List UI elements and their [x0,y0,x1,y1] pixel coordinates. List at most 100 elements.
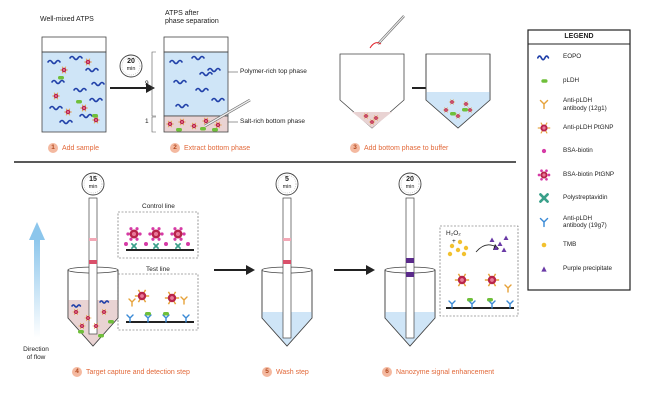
legend-item: EOPO [528,50,630,64]
legend-item: BSA-biotin PtGNP [528,168,630,182]
pldh-capsule-icon [212,128,218,132]
legend-label-line: pLDH [563,76,580,84]
antibody-icon [128,298,136,307]
timer6-unit: min [405,184,415,190]
legend-label-line: TMB [563,241,577,248]
legend-label-line: Anti-pLDH PtGNP [563,123,614,131]
tmb-dot-icon [541,242,547,248]
label-after-separation: ATPS after [165,10,199,17]
antibody-ptgnp-icon [462,101,470,107]
direction-of-flow-arrow [29,222,45,338]
strip-wash-step5 [261,172,313,347]
antibody-ptgnp-icon [80,104,88,112]
antibody-ptgnp-icon [72,308,80,316]
legend-label: TMB [563,241,576,249]
pldh-capsule-icon [76,100,82,104]
test-line-mark [89,260,97,264]
eopo-squiggle-icon [191,55,205,61]
pldh-capsule-icon [163,312,169,316]
antibody-ptgnp-icon [164,291,180,305]
antibody-ptgnp-icon [537,121,551,134]
antibody-icon [162,314,170,323]
legend-label-line: Polystreptavidin [563,194,608,201]
tmb-dot-icon [457,239,463,245]
pldh-capsule-icon [487,298,493,302]
eopo-squiggle-icon [51,79,65,85]
beaker-well-mixed [41,36,107,133]
pldh-capsule-icon [58,76,64,80]
pldh-capsule-icon [200,127,206,131]
purple-triangle-icon [501,247,507,252]
pldh-capsule-icon [541,78,548,83]
legend-label: BSA-biotin [563,147,593,155]
antibody-ptgnp-icon [448,99,456,105]
legend-label-line-2: antibody (19g7) [563,222,607,229]
bsa-biotin-ptgnp-icon [170,227,186,241]
legend-box [527,29,631,291]
zoom-nanozyme [439,225,519,317]
legend-label-line-2: antibody (12g1) [563,104,607,112]
pldh-capsule-icon [462,108,468,112]
legend-label-line: Purple precipitate [563,264,613,272]
legend-label: Purple precipitate [563,265,612,273]
eopo-squiggle-icon [169,59,183,65]
antibody-ptgnp-icon [178,118,186,126]
bsa-biotin-dot-icon [164,242,168,246]
legend-label: Polystreptavidin [563,194,607,202]
legend-label-line: Anti-pLDH [563,214,593,222]
bsa-biotin-ptgnp-icon [148,227,164,241]
legend-item: BSA-biotin [528,144,630,158]
antibody-ptgnp-icon [92,322,100,330]
label-control-line: Control line [142,203,175,210]
bsa-biotin-ptgnp-icon [537,168,551,181]
pldh-capsule-icon [145,312,151,316]
ratio-bottom: 1 [145,118,149,125]
antibody-icon [488,300,496,309]
legend-label-line: EOPO [563,53,582,60]
antibody-ptgnp-icon [466,107,474,113]
label-direction: Direction [23,346,49,353]
tmb-dot-icon [461,251,467,257]
control-line-mark [89,238,97,241]
bsa-biotin-ptgnp-icon [126,227,142,241]
legend-item: Anti-pLDH PtGNP [528,121,630,135]
antibody-ptgnp-icon [100,308,108,316]
eopo-squiggle-icon [73,87,87,93]
antibody-icon [144,314,152,323]
eopo-squiggle-icon [173,79,187,85]
legend-item: Polystreptavidin [528,191,630,205]
antibody-icon [448,300,456,309]
pldh-capsule-icon [176,128,182,132]
antibody-ptgnp-icon [84,58,92,66]
timer-20min-top [119,54,143,78]
antibody-ptgnp-icon [134,289,150,303]
antibody-icon [506,300,514,309]
tmb-dot-icon [449,243,455,249]
label-top-phase: Polymer-rich top phase [240,68,307,75]
test-line-mark [283,260,291,264]
eopo-squiggle-icon [199,71,213,77]
antibody-ptgnp-icon [190,122,198,130]
eopo-squiggle-icon [89,97,103,103]
polystreptavidin-icon [131,243,137,249]
tmb-dot-icon [447,251,453,257]
eopo-squiggle-icon [99,300,110,304]
pldh-capsule-icon [78,330,84,334]
eopo-squiggle-icon [47,59,61,65]
eopo-squiggle-icon [49,105,63,111]
eopo-squiggle-icon [195,87,209,93]
antibody-ptgnp-icon [454,273,470,287]
polystreptavidin-icon [153,243,159,249]
antibody-ptgnp-icon [372,115,380,121]
antibody-icon [180,296,188,305]
label-after-separation-2: phase separation [165,18,219,25]
purple-triangle-icon [503,235,509,240]
